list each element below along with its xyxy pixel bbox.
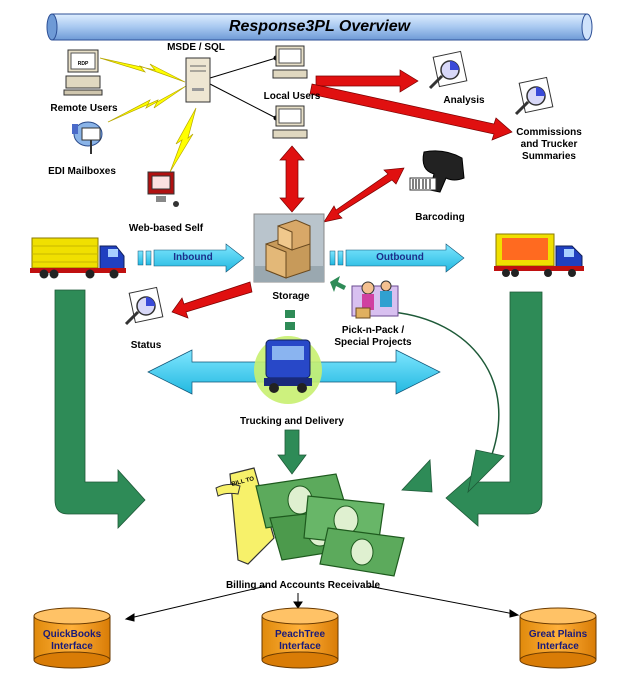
peachtree-interface-label: PeachTree Interface bbox=[274, 629, 326, 652]
green-arrow-outbound bbox=[445, 291, 543, 527]
web-based-self-label: Web-based Self bbox=[128, 223, 204, 234]
money-icon bbox=[215, 467, 405, 577]
page-title: Response3PL Overview bbox=[228, 18, 411, 35]
arrow-barcoding-storage bbox=[323, 167, 405, 223]
computer-icon bbox=[272, 45, 308, 79]
interface-links bbox=[124, 585, 520, 622]
arrow-to-analysis bbox=[315, 69, 419, 93]
server-icon bbox=[185, 57, 211, 103]
mailbox-icon bbox=[72, 121, 103, 154]
analysis-label: Analysis bbox=[443, 95, 485, 106]
inbound-label: Inbound bbox=[173, 252, 213, 263]
barcoding-label: Barcoding bbox=[415, 212, 465, 223]
picknpack-link bbox=[330, 276, 346, 292]
msde-sql-label: MSDE / SQL bbox=[167, 42, 225, 53]
lightning-web bbox=[169, 107, 197, 173]
database-icon bbox=[33, 607, 111, 669]
database-icon bbox=[519, 607, 597, 669]
storage-label: Storage bbox=[272, 291, 310, 302]
inbound-arrow bbox=[137, 243, 245, 273]
boxes-icon bbox=[253, 213, 325, 283]
rdp-label: RDP bbox=[78, 61, 89, 67]
database-icon bbox=[261, 607, 339, 669]
curve-picknpack-billing bbox=[391, 311, 505, 494]
lightning-remote-users bbox=[99, 57, 186, 83]
quickbooks-interface-label: QuickBooks Interface bbox=[42, 629, 102, 652]
outbound-label: Outbound bbox=[376, 252, 424, 263]
remote-users-label: Remote Users bbox=[50, 103, 118, 114]
magnifier-chart-icon bbox=[514, 76, 554, 116]
trucking-label: Trucking and Delivery bbox=[240, 416, 344, 427]
magnifier-chart-icon bbox=[124, 286, 164, 326]
magnifier-chart-icon bbox=[428, 50, 468, 90]
computer-icon bbox=[272, 105, 308, 139]
computer-icon bbox=[63, 49, 103, 96]
barcode-scanner-icon bbox=[409, 150, 465, 193]
outbound-arrow bbox=[329, 243, 465, 273]
green-arrow-trucking bbox=[277, 429, 307, 475]
commissions-label: Commissions and Trucker Summaries bbox=[516, 127, 582, 162]
arrow-to-commissions bbox=[309, 83, 513, 141]
arrow-to-status bbox=[171, 281, 253, 319]
arrow-local-storage bbox=[279, 145, 305, 213]
billing-label: Billing and Accounts Receivable bbox=[225, 580, 381, 591]
greatplains-interface-label: Great Plains Interface bbox=[528, 629, 588, 652]
green-arrow-inbound bbox=[54, 289, 146, 529]
delivery-truck-icon bbox=[254, 336, 322, 404]
server-links bbox=[209, 55, 279, 121]
title-bar bbox=[46, 13, 593, 41]
local-users-label: Local Users bbox=[263, 91, 321, 102]
edi-mailboxes-label: EDI Mailboxes bbox=[48, 166, 116, 177]
green-dashed-link bbox=[285, 310, 295, 330]
picknpack-icon bbox=[351, 280, 399, 319]
truck-icon bbox=[30, 237, 126, 279]
picknpack-label: Pick-n-Pack / Special Projects bbox=[334, 325, 412, 348]
status-label: Status bbox=[130, 340, 162, 351]
bill-to-label: BILL TO bbox=[231, 476, 255, 488]
web-terminal-icon bbox=[147, 171, 179, 207]
truck-icon bbox=[494, 233, 584, 277]
